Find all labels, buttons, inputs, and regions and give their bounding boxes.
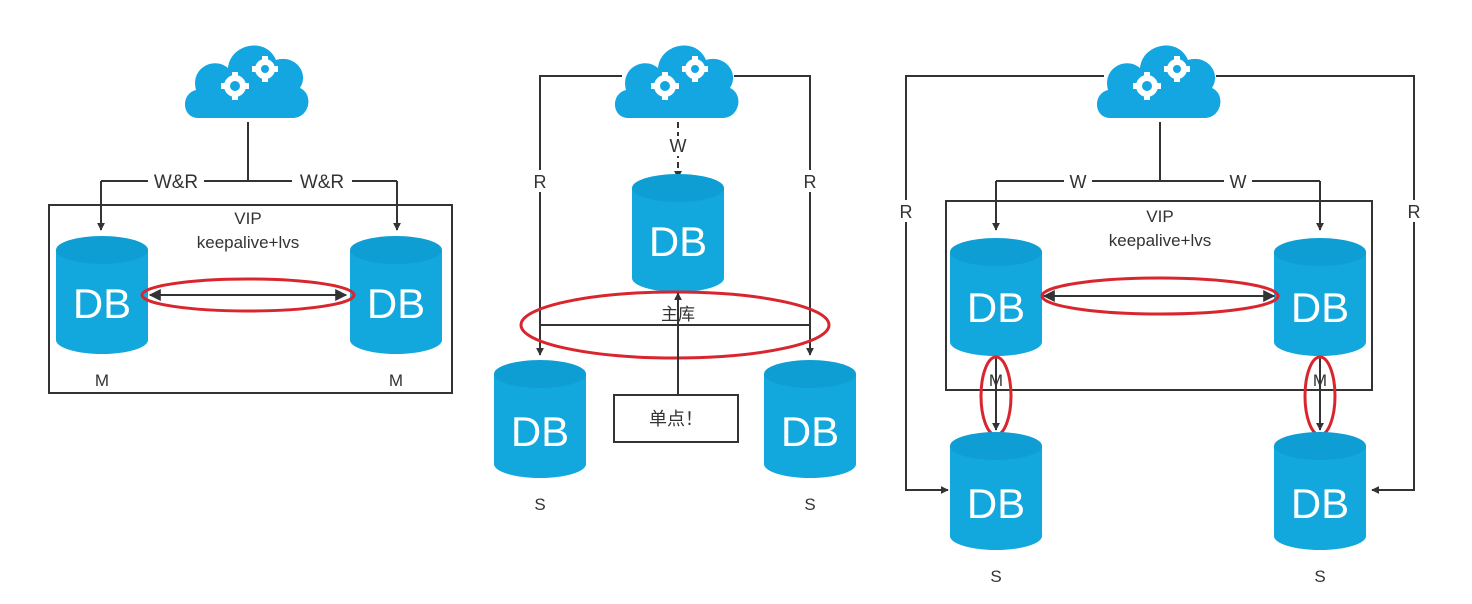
diagram-master-slave: R R W DB 主库 <box>494 45 856 514</box>
edge-label-write-left: W <box>1070 172 1087 192</box>
database-icon: DB <box>494 360 586 478</box>
edge-label-read-left: R <box>900 202 913 222</box>
diagram-dual-master: W&R W&R VIP keepalive+lvs DB M DB M <box>48 45 453 394</box>
db-role-slave-left: S <box>990 567 1001 586</box>
vip-box <box>945 200 1373 391</box>
db-label: DB <box>511 408 569 455</box>
cloud-gears-icon <box>614 45 739 118</box>
database-icon: DB <box>1274 432 1366 550</box>
db-role-right: M <box>389 371 403 390</box>
db-label: DB <box>967 480 1025 527</box>
service-label: keepalive+lvs <box>1109 231 1212 250</box>
replication-highlight <box>1040 276 1280 316</box>
single-point-text: 单点！ <box>649 409 703 430</box>
db-role-slave-right: S <box>804 495 815 514</box>
database-icon: DB <box>950 432 1042 550</box>
vip-label: VIP <box>234 209 261 228</box>
edge-label-read-left: R <box>534 172 547 192</box>
database-icon: DB <box>632 174 724 292</box>
db-label: DB <box>73 280 131 327</box>
single-point-callout <box>613 394 739 443</box>
database-icon: DB <box>56 236 148 354</box>
database-icon: DB <box>1274 238 1366 356</box>
database-icon: DB <box>950 238 1042 356</box>
service-label: keepalive+lvs <box>197 233 300 252</box>
vip-box <box>48 204 453 394</box>
edge-label-write: W <box>670 136 687 156</box>
edge-label-right: W&R <box>300 172 344 193</box>
database-icon: DB <box>764 360 856 478</box>
cloud-gears-icon <box>1096 45 1221 118</box>
edge-label-write-right: W <box>1230 172 1247 192</box>
db-label: DB <box>1291 284 1349 331</box>
db-label: DB <box>367 280 425 327</box>
db-label: DB <box>649 218 707 265</box>
database-icon: DB <box>350 236 442 354</box>
edge-label-left: W&R <box>154 172 198 193</box>
db-role-slave-left: S <box>534 495 545 514</box>
vip-label: VIP <box>1146 207 1173 226</box>
replication-highlight <box>519 290 831 360</box>
db-label: DB <box>781 408 839 455</box>
cloud-gears-icon <box>184 45 309 118</box>
db-role-left: M <box>95 371 109 390</box>
db-role-slave-right: S <box>1314 567 1325 586</box>
db-label: DB <box>1291 480 1349 527</box>
edge-label-read-right: R <box>1408 202 1421 222</box>
replication-highlight <box>140 277 356 313</box>
db-label: DB <box>967 284 1025 331</box>
edge-label-read-right: R <box>804 172 817 192</box>
diagram-dual-master-slaves: R R W W VIP keepalive+lvs <box>896 45 1424 586</box>
